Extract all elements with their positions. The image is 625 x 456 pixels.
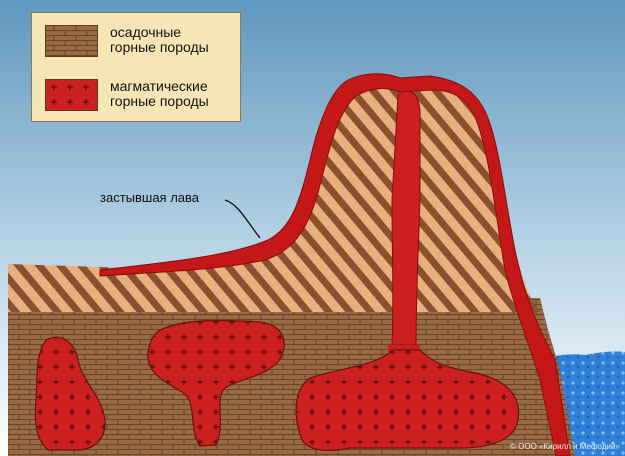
legend-label-sedimentary-line2: горные породы — [110, 40, 240, 55]
legend: осадочные горные породы магматические го… — [31, 12, 241, 122]
copyright-notice: © ООО «Кирилл и Мефодий» — [510, 442, 620, 451]
legend-label-sedimentary-line1: осадочные — [110, 25, 240, 40]
legend-label-magmatic: магматические горные породы — [110, 79, 240, 109]
legend-label-magmatic-line1: магматические — [110, 79, 240, 94]
legend-label-magmatic-line2: горные породы — [110, 94, 240, 109]
legend-swatch-sedimentary — [45, 25, 98, 57]
legend-swatch-magmatic — [45, 79, 98, 111]
volcano-vent — [392, 91, 420, 345]
lava-annotation: застывшая лава — [100, 190, 199, 205]
legend-label-sedimentary: осадочные горные породы — [110, 25, 240, 55]
